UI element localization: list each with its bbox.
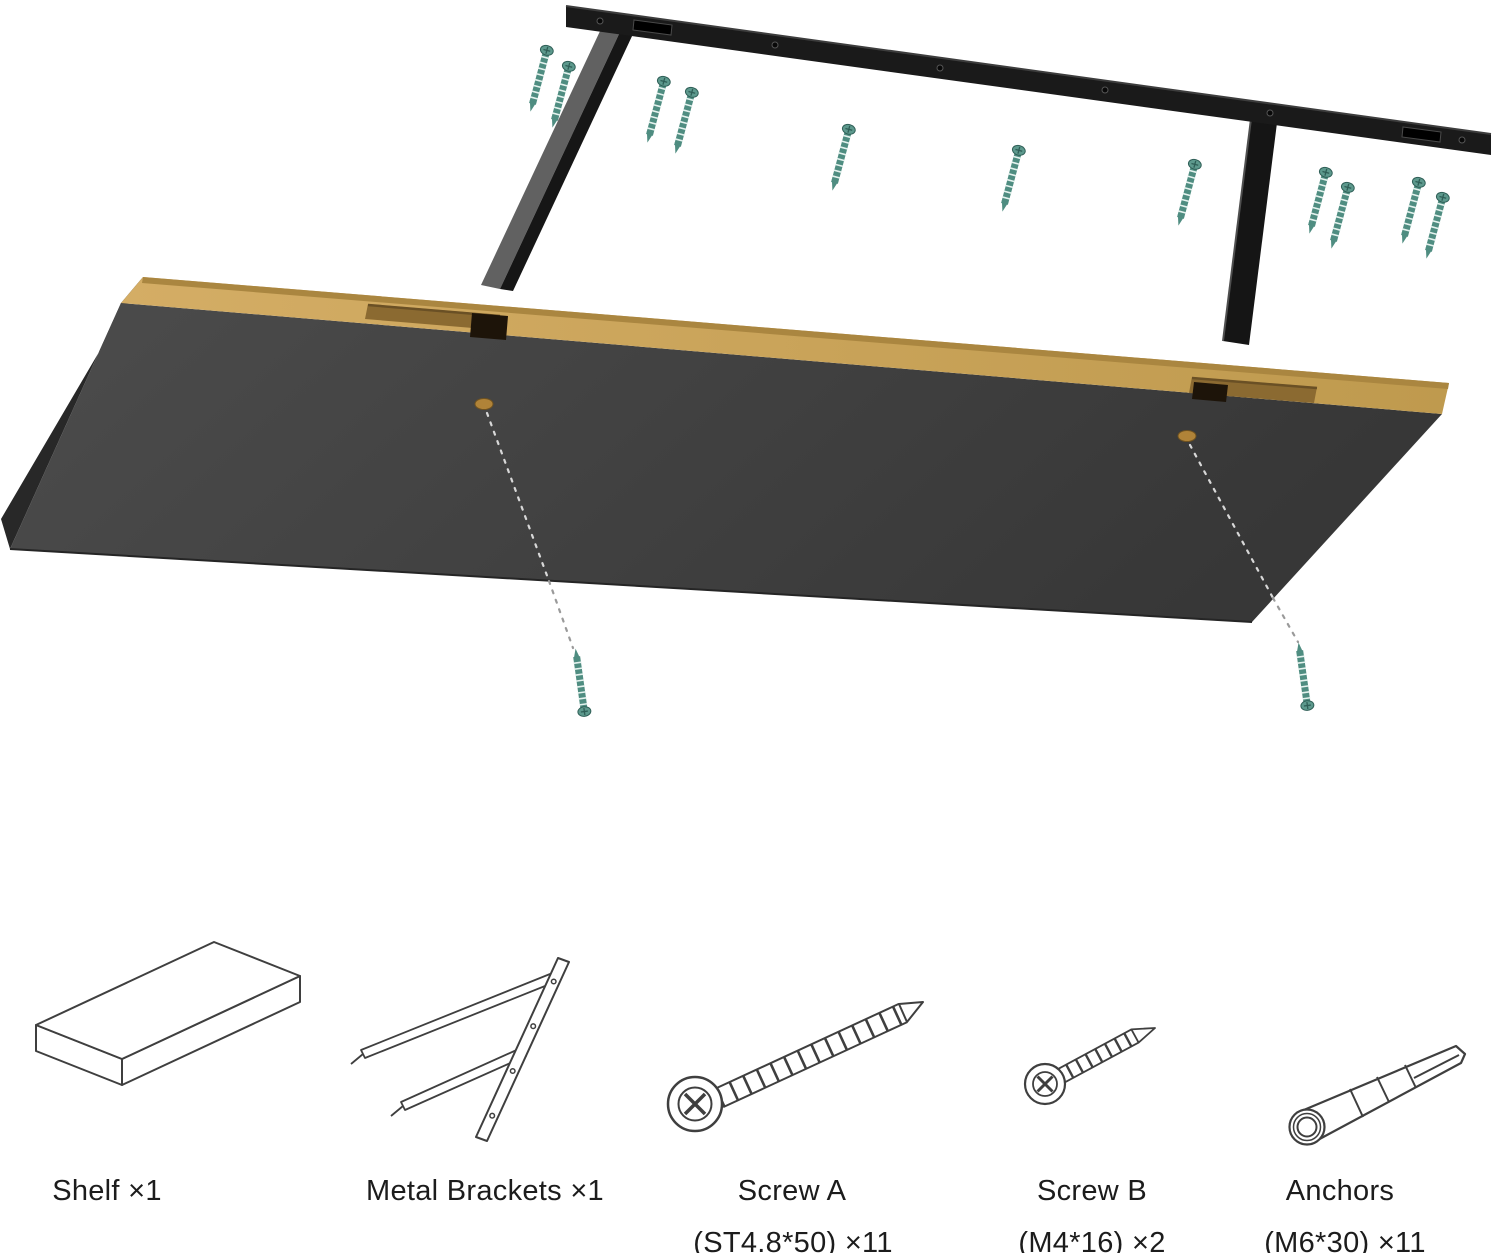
metal-bracket-part-icon xyxy=(350,957,570,1142)
part-label-anchors: Anchors xyxy=(1285,1175,1395,1207)
screwB-icon-tip xyxy=(1130,1027,1156,1044)
anchor-icon-collar-mid xyxy=(1292,1112,1322,1142)
screw-a-icon xyxy=(1396,176,1426,245)
guide-line-right-on-face xyxy=(1188,443,1275,600)
bracket-icon-arm-top-foot xyxy=(350,1053,364,1065)
screwB-icon-cross-2 xyxy=(1036,1075,1054,1093)
guide-line-right-below xyxy=(1271,596,1300,644)
anchor-icon-rib-3 xyxy=(1404,1064,1417,1089)
shelf-screw-hole-right xyxy=(1177,430,1197,442)
anchor-icon-collar xyxy=(1288,1108,1326,1146)
screw-b-part-icon xyxy=(1023,1027,1156,1106)
bracket-right-arm xyxy=(1223,103,1279,345)
screw-a-icon xyxy=(569,648,591,717)
shelf-part-icon xyxy=(35,941,301,1086)
shelf-board xyxy=(1,277,1449,623)
screw-a-icon xyxy=(1325,181,1355,250)
screw-a-icon xyxy=(669,86,699,155)
anchor-icon-rib-1 xyxy=(1349,1088,1364,1118)
shelf-screw-hole-left xyxy=(474,398,494,410)
bracket-slot-left xyxy=(632,19,673,36)
part-label-screw-b: Screw B xyxy=(1036,1175,1148,1207)
shelf-wood-back-bevel xyxy=(142,277,1449,389)
screw-a-icon xyxy=(1420,191,1450,260)
screw-guide-lines xyxy=(485,411,1300,650)
screw-a-icon xyxy=(826,123,856,192)
screw-a-icon xyxy=(1303,166,1333,235)
bracket-screw-holes xyxy=(596,17,1466,144)
screw-a-icon xyxy=(641,75,671,144)
part-label-shelf: Shelf ×1 xyxy=(52,1175,162,1207)
shelf-groove-right-shadow xyxy=(1191,376,1318,390)
screw-a-icon xyxy=(524,44,554,113)
screws-lower xyxy=(569,642,1314,717)
screw-a-icon xyxy=(1292,642,1314,711)
shelf-underside-face xyxy=(10,303,1442,622)
screwA-icon-tip xyxy=(898,1001,924,1023)
parts-list: Shelf ×1 Metal Brackets ×1 Screw A Screw… xyxy=(0,930,1500,1253)
bracket-right-arm-edge xyxy=(1222,102,1254,342)
screwA-icon-edge-top xyxy=(714,1002,900,1090)
anchor-icon-rib-2 xyxy=(1376,1076,1390,1103)
screw-a-part-icon xyxy=(666,1001,924,1133)
shelf-groove-left xyxy=(365,304,500,330)
screwB-icon-threads xyxy=(1055,1029,1139,1084)
shelf-slot-left xyxy=(470,313,508,340)
part-spec-screw-a: (ST4.8*50) ×11 xyxy=(693,1227,893,1253)
anchor-part-icon xyxy=(1288,1044,1467,1146)
shelf-groove-right xyxy=(1189,377,1317,403)
guide-line-left-below xyxy=(547,579,575,650)
screwA-icon-head-inner xyxy=(677,1086,713,1122)
anchor-icon-split xyxy=(1413,1054,1460,1079)
screwB-icon-head-inner xyxy=(1032,1071,1058,1097)
bracket-left-arm-edge xyxy=(500,32,633,291)
bracket-left-arm xyxy=(481,29,620,289)
screwA-icon-cross-2 xyxy=(683,1092,707,1116)
screwA-icon-edge-bottom xyxy=(722,1021,908,1109)
guide-line-left-on-face xyxy=(485,411,551,583)
part-spec-screw-b: (M4*16) ×2 xyxy=(1018,1227,1166,1253)
screwA-icon-threads xyxy=(714,1003,908,1108)
anchor-icon-hole xyxy=(1296,1116,1318,1138)
part-label-screw-a: Screw A xyxy=(737,1175,847,1207)
shelf-left-end-face xyxy=(1,277,143,549)
screwB-icon-edge-bottom xyxy=(1062,1041,1140,1085)
shelf-bottom-front-edge xyxy=(9,548,1253,623)
shelf-icon-top-face xyxy=(35,941,301,1060)
bracket-icon-holes xyxy=(489,978,557,1119)
shelf-slot-right xyxy=(1192,382,1228,402)
bracket-bar-top-edge xyxy=(565,5,1492,135)
screw-a-icon xyxy=(996,144,1026,213)
bracket-icon-rail xyxy=(475,957,570,1142)
bracket-slot-right xyxy=(1401,126,1442,143)
bracket-icon-arm-bottom-foot xyxy=(390,1105,404,1117)
screwB-icon-edge-top xyxy=(1054,1028,1132,1072)
bracket-bar xyxy=(566,6,1491,155)
screw-a-icon xyxy=(1172,158,1202,227)
metal-bracket-assembly xyxy=(481,5,1492,345)
exploded-assembly-diagram xyxy=(1,5,1492,930)
part-spec-anchors: (M6*30) ×11 xyxy=(1264,1227,1426,1253)
part-label-metal-brackets: Metal Brackets ×1 xyxy=(365,1175,604,1207)
